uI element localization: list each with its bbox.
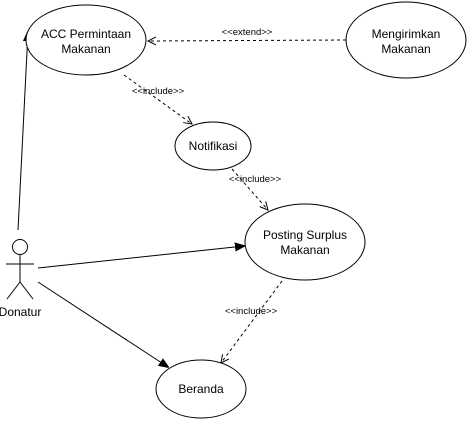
use-case-acc-permintaan bbox=[25, 4, 147, 76]
use-case-beranda-label: Beranda bbox=[178, 382, 224, 396]
use-case-kirim-label-1: Mengirimkan bbox=[372, 27, 441, 41]
association-donatur-posting bbox=[37, 246, 244, 269]
association-donatur-acc bbox=[17, 32, 28, 231]
actor-donatur-icon bbox=[6, 239, 34, 300]
use-case-mengirimkan bbox=[345, 1, 467, 79]
use-case-acc-label-1: ACC Permintaan bbox=[41, 27, 131, 41]
actor-name: Donatur bbox=[0, 305, 41, 319]
use-case-notif-label: Notifikasi bbox=[189, 139, 238, 153]
extend-label: <<extend>> bbox=[222, 27, 273, 38]
extend-arrow bbox=[148, 40, 347, 41]
include-label-acc-notif: <<include>> bbox=[132, 86, 185, 97]
include-acc-notif-arrow bbox=[123, 74, 192, 124]
use-case-posting bbox=[244, 203, 366, 281]
use-case-posting-label-1: Posting Surplus bbox=[263, 228, 347, 242]
include-label-notif-posting: <<include>> bbox=[229, 174, 282, 185]
use-case-posting-label-2: Makanan bbox=[280, 243, 329, 257]
use-case-notifikasi bbox=[174, 121, 252, 171]
include-posting-beranda-arrow bbox=[221, 280, 283, 363]
use-case-beranda bbox=[155, 359, 247, 419]
use-case-kirim-label-2: Makanan bbox=[381, 42, 430, 56]
include-label-posting-beranda: <<include>> bbox=[225, 306, 278, 317]
association-donatur-beranda bbox=[37, 281, 168, 367]
use-case-acc-label-2: Makanan bbox=[61, 42, 110, 56]
